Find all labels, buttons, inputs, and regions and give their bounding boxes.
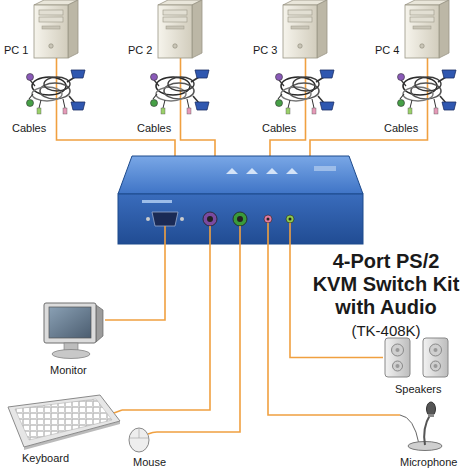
edge-label: Cables bbox=[12, 122, 46, 135]
mouse-art bbox=[129, 428, 149, 438]
speakers-art bbox=[434, 348, 438, 352]
cable-connector bbox=[270, 58, 306, 150]
cable-connector bbox=[105, 245, 165, 320]
monitor-art bbox=[52, 350, 90, 359]
monitor-art bbox=[49, 307, 91, 338]
pc-tower-art bbox=[34, 0, 78, 58]
speakers-art bbox=[393, 361, 403, 371]
keyboard-art bbox=[8, 395, 122, 450]
speakers-art bbox=[385, 338, 410, 377]
kvm-switch-art bbox=[118, 156, 363, 194]
kvm-switch-art bbox=[203, 212, 217, 226]
cable-connector bbox=[157, 245, 240, 432]
kvm-switch-art bbox=[264, 215, 272, 223]
kvm-switch-art bbox=[237, 216, 243, 222]
cable-connector bbox=[57, 58, 176, 150]
kvm-switch-art bbox=[286, 215, 294, 223]
cable-connector bbox=[122, 245, 210, 410]
edge-label: Cables bbox=[262, 122, 296, 135]
node-sublabel: (TK-408K) bbox=[310, 322, 462, 339]
kvm-switch-art bbox=[118, 194, 363, 244]
node-label: Mouse bbox=[133, 456, 166, 469]
pc-node: PC 1 bbox=[34, 0, 79, 58]
speakers-art bbox=[385, 338, 448, 377]
monitor-art bbox=[64, 343, 78, 351]
speakers-art bbox=[392, 344, 404, 356]
mouse: Mouse bbox=[125, 425, 157, 453]
node-label: PC 1 bbox=[4, 44, 28, 57]
monitor-art bbox=[44, 303, 103, 359]
monitor: Monitor bbox=[40, 300, 105, 360]
keyboard-art bbox=[24, 421, 120, 450]
speakers: Speakers bbox=[383, 335, 453, 380]
node-label: Speakers bbox=[395, 383, 441, 396]
kvm-switch-art bbox=[146, 217, 150, 221]
microphone-art bbox=[427, 402, 436, 416]
speakers-art bbox=[396, 348, 400, 352]
microphone-art bbox=[424, 415, 430, 445]
keyboard-art bbox=[8, 395, 120, 447]
edge-label: Cables bbox=[384, 122, 418, 135]
kvm-switch-art bbox=[118, 150, 363, 245]
speakers-art bbox=[434, 364, 438, 368]
node-label: Monitor bbox=[50, 364, 87, 377]
kvm-switch-art bbox=[142, 200, 172, 203]
pc-node: PC 4 bbox=[405, 0, 450, 58]
cable-connector bbox=[310, 58, 428, 150]
speakers-art bbox=[396, 364, 400, 368]
kvm-switch-art bbox=[233, 212, 247, 226]
kvm-switch-art bbox=[314, 166, 336, 171]
node-label: Keyboard bbox=[22, 452, 69, 465]
pc-tower-art bbox=[405, 0, 449, 58]
microphone: Microphone bbox=[400, 400, 450, 452]
node-label: 4-Port PS/2 KVM Switch Kit with Audio bbox=[310, 250, 462, 319]
keyboard-art bbox=[114, 410, 122, 413]
speakers-art bbox=[431, 361, 441, 371]
node-label: PC 3 bbox=[253, 44, 277, 57]
monitor-art bbox=[96, 305, 103, 342]
cable-connector bbox=[181, 58, 216, 150]
microphone-art bbox=[400, 402, 442, 451]
mouse-art bbox=[148, 432, 157, 434]
kvm-switch-art bbox=[266, 168, 278, 174]
node-label: PC 2 bbox=[128, 44, 152, 57]
cable-connector bbox=[268, 245, 400, 415]
microphone-art bbox=[428, 414, 434, 417]
microphone-art bbox=[400, 415, 419, 444]
keyboard-art bbox=[15, 399, 112, 440]
kvm-switch-art bbox=[286, 168, 298, 174]
cable-connector bbox=[290, 245, 383, 358]
kvm-switch-art bbox=[175, 150, 310, 157]
node-label: PC 4 bbox=[375, 44, 399, 57]
kvm-switch-art bbox=[152, 212, 178, 226]
speakers-art bbox=[423, 338, 448, 377]
microphone-art bbox=[408, 442, 442, 451]
pc-node: PC 2 bbox=[158, 0, 203, 58]
kvm-switch-art bbox=[289, 218, 292, 221]
speakers-art bbox=[430, 344, 442, 356]
mouse-art bbox=[129, 428, 149, 452]
kvm-switch-art bbox=[207, 216, 213, 222]
kvm-switch-art bbox=[267, 218, 270, 221]
kvm-switch-art bbox=[165, 223, 290, 245]
monitor-art bbox=[44, 303, 96, 343]
kvm-switch-art bbox=[246, 168, 258, 174]
node-label: Microphone bbox=[400, 456, 457, 469]
kvm-switch: 4-Port PS/2 KVM Switch Kit with Audio(TK… bbox=[118, 150, 363, 245]
pc-tower-art bbox=[158, 0, 202, 58]
kvm-switch-art bbox=[180, 217, 184, 221]
edge-label: Cables bbox=[137, 122, 171, 135]
pc-node: PC 3 bbox=[283, 0, 328, 58]
pc-tower-art bbox=[283, 0, 327, 58]
keyboard: Keyboard bbox=[2, 395, 122, 450]
mouse-art bbox=[129, 428, 157, 452]
kvm-switch-art bbox=[226, 168, 238, 174]
